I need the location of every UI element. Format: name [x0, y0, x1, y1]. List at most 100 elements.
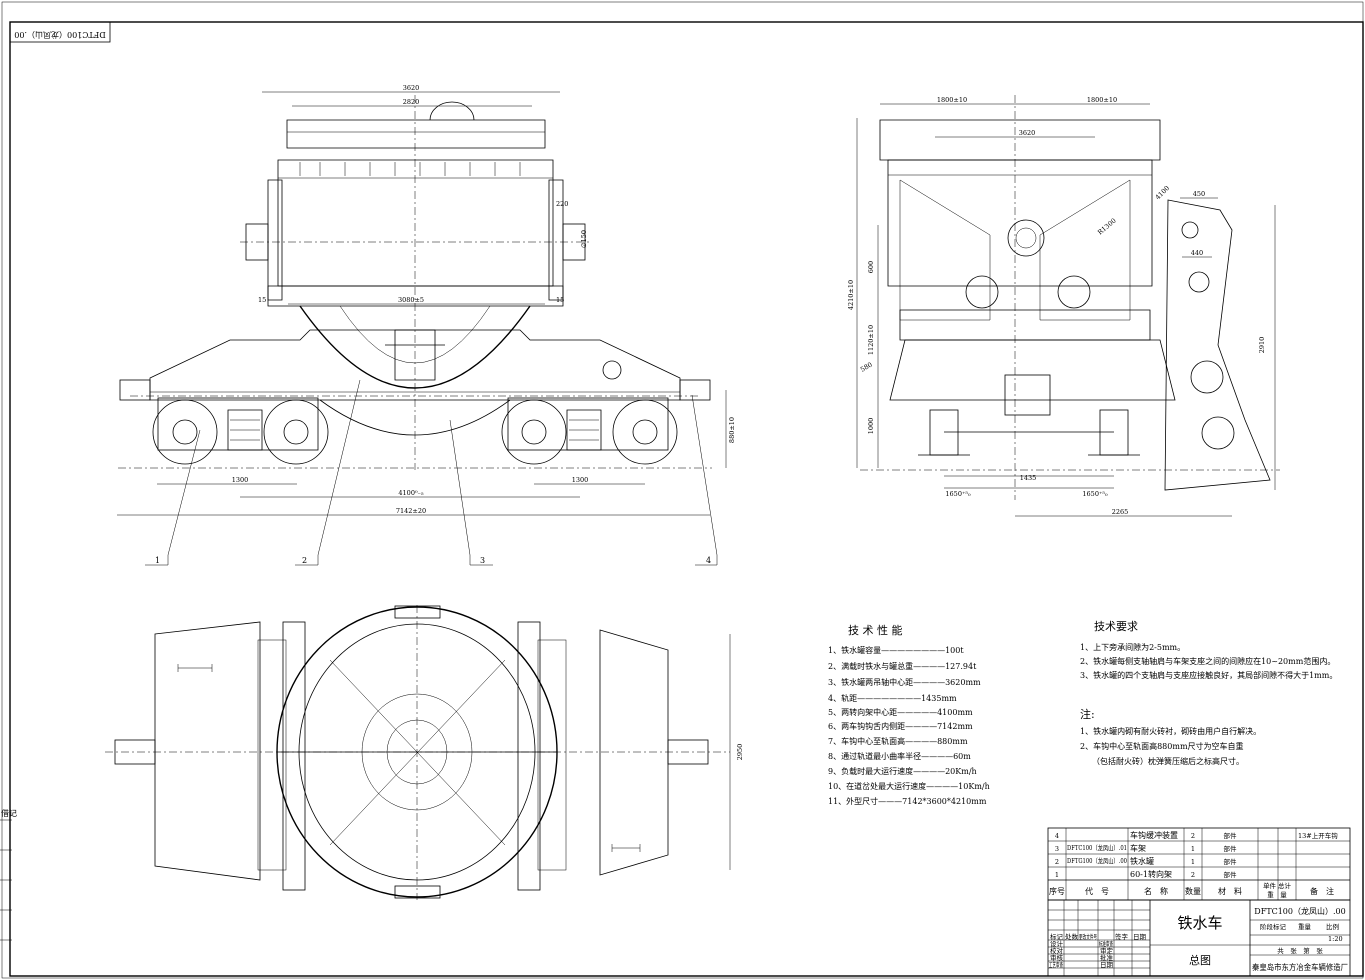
coupler-plan-left [114, 739, 156, 765]
drawing-code-box: DFTC100（龙凤山）.00 [9, 21, 111, 43]
svg-text:9、负载时最大运行速度————20Km/h: 9、负载时最大运行速度————20Km/h [828, 766, 977, 776]
svg-text:共 张 第 张: 共 张 第 张 [1277, 946, 1323, 955]
svg-text:数量: 数量 [1185, 886, 1201, 896]
svg-text:部件: 部件 [1224, 870, 1238, 879]
product-name: 铁水车 [1177, 914, 1222, 932]
svg-text:1: 1 [1055, 871, 1059, 879]
ladle-body [277, 159, 554, 287]
svg-text:DFTG100（龙凤山）.00: DFTG100（龙凤山）.00 [1067, 856, 1127, 865]
svg-text:2820: 2820 [403, 98, 420, 106]
hook-eye [429, 101, 475, 121]
callout-3: 3 [449, 419, 493, 566]
end-hood-right [599, 629, 669, 876]
svg-text:车架: 车架 [1130, 843, 1146, 853]
svg-text:比例: 比例 [1326, 922, 1339, 931]
svg-text:11、外型尺寸———7142*3600*4210mm: 11、外型尺寸———7142*3600*4210mm [828, 796, 987, 806]
side-view: 1800±10 1800±10 3620 4210±10 600 1120±10… [847, 95, 1280, 517]
svg-text:600: 600 [867, 261, 875, 273]
svg-text:2910: 2910 [1258, 337, 1266, 354]
svg-text:标记: 标记 [1050, 932, 1064, 941]
svg-text:2950: 2950 [736, 744, 744, 761]
svg-text:单件 总计: 单件 总计 [1263, 881, 1292, 890]
svg-text:10、在道岔处最大运行速度————10Km/h: 10、在道岔处最大运行速度————10Km/h [828, 781, 990, 791]
svg-text:1800±10: 1800±10 [1087, 96, 1117, 104]
bogie-left [152, 397, 329, 465]
svg-text:4210±10: 4210±10 [847, 280, 855, 310]
plan-view: 2950 [105, 605, 744, 900]
svg-text:重量: 重量 [1298, 923, 1312, 931]
svg-text:1: 1 [1191, 845, 1195, 853]
drawing-number: DFTC100（龙凤山）.00 [1254, 906, 1345, 916]
notes-title: 注: [1080, 707, 1095, 721]
svg-text:60-1转向架: 60-1转向架 [1130, 869, 1172, 879]
svg-text:3: 3 [480, 556, 485, 565]
svg-text:2: 2 [1191, 871, 1195, 879]
left-edge-register: 借记 [0, 808, 17, 941]
tech-requirements: 技术要求 1、上下旁承间隙为2-5mm。 2、铁水罐每侧支轴轴肩与车架支座之间的… [1080, 620, 1337, 766]
svg-text:2、车钩中心至轨面高880mm尺寸为空车自重: 2、车钩中心至轨面高880mm尺寸为空车自重 [1080, 741, 1244, 751]
callout-1: 1 [145, 429, 201, 566]
svg-text:220: 220 [556, 200, 568, 208]
svg-text:设计: 设计 [1050, 939, 1064, 948]
svg-text:日期: 日期 [1100, 961, 1114, 969]
scale-value: 1:20 [1328, 935, 1343, 943]
svg-text:1435: 1435 [1020, 474, 1037, 482]
svg-text:部件: 部件 [1224, 831, 1238, 840]
table-row: 4 车钩缓冲装置 2 部件 13#上开车钩 [1055, 830, 1338, 840]
svg-text:审定: 审定 [1100, 946, 1114, 955]
svg-text:1: 1 [155, 556, 160, 565]
svg-text:1300: 1300 [572, 476, 589, 484]
svg-text:3620: 3620 [403, 84, 420, 92]
coupler-right [679, 379, 711, 401]
svg-text:1、铁水罐内砌有耐火砖衬，砌砖由用户自行解决。: 1、铁水罐内砌有耐火砖衬，砌砖由用户自行解决。 [1080, 726, 1261, 736]
svg-text:440: 440 [1191, 249, 1203, 257]
svg-text:备 注: 备 注 [1310, 886, 1334, 896]
svg-text:3080±5: 3080±5 [398, 296, 424, 304]
callout-2: 2 [295, 379, 361, 566]
svg-text:450: 450 [1193, 190, 1205, 198]
svg-text:2: 2 [1055, 858, 1059, 866]
coupler-plan-right [667, 739, 709, 765]
svg-text:1、铁水罐容量————————100t: 1、铁水罐容量————————100t [828, 645, 964, 655]
wheelset-left [929, 409, 959, 456]
table-row: 2 DFTG100（龙凤山）.00 铁水罐 1 部件 [1055, 856, 1237, 866]
svg-text:借记: 借记 [1, 808, 17, 818]
svg-text:7、车钩中心至轨面高————880mm: 7、车钩中心至轨面高————880mm [828, 736, 968, 746]
bogie-right [501, 397, 678, 465]
svg-text:校对: 校对 [1050, 946, 1064, 955]
svg-text:7142±20: 7142±20 [396, 507, 426, 515]
end-hood-left [154, 621, 261, 881]
svg-text:DFTC100（龙凤山）.01: DFTC100（龙凤山）.01 [1067, 843, 1127, 852]
svg-text:部件: 部件 [1224, 844, 1238, 853]
svg-text:2: 2 [1191, 832, 1195, 840]
table-header: 序号 代 号 名 称 数量 材 料 单件 总计 重 量 备 注 [1049, 881, 1334, 899]
inner-border [9, 21, 1364, 977]
svg-text:3、铁水罐两吊轴中心距————3620mm: 3、铁水罐两吊轴中心距————3620mm [828, 677, 981, 687]
svg-text:1650⁺⁵₀: 1650⁺⁵₀ [945, 490, 971, 498]
svg-text:部件: 部件 [1224, 857, 1238, 866]
svg-text:8、通过轨道最小曲率半径————60m: 8、通过轨道最小曲率半径————60m [828, 751, 971, 761]
coupler-left [119, 379, 151, 401]
tech-performance: 技 术 性 能 1、铁水罐容量————————100t 2、满载时铁水与罐总重—… [828, 623, 990, 806]
svg-text:2: 2 [302, 556, 307, 565]
svg-text:2265: 2265 [1112, 508, 1129, 516]
svg-text:名 称: 名 称 [1144, 886, 1168, 896]
front-view: 3620 2820 3080±5 15 15 220 ∅150 1300 130… [117, 84, 736, 566]
parts-list: 4 车钩缓冲装置 2 部件 13#上开车钩 3 DFTC100（龙凤山）.01 … [1047, 827, 1351, 901]
svg-text:2、满载时铁水与罐总重————127.94t: 2、满载时铁水与罐总重————127.94t [828, 661, 977, 671]
svg-text:批准: 批准 [1100, 953, 1114, 962]
sheet-type: 总图 [1189, 953, 1211, 967]
title-block: 标记 处数 更改文件号 签字 日期 设计 校对 审核 工艺审查 标准审查 审定 … [1047, 899, 1351, 977]
svg-text:1120±10: 1120±10 [867, 325, 875, 355]
svg-text:阶段标记: 阶段标记 [1260, 922, 1287, 931]
svg-text:序号: 序号 [1049, 886, 1065, 896]
svg-text:1000: 1000 [867, 418, 875, 435]
svg-text:1300: 1300 [232, 476, 249, 484]
svg-text:（包括耐火砖）枕弹簧压缩后之标高尺寸。: （包括耐火砖）枕弹簧压缩后之标高尺寸。 [1092, 756, 1244, 766]
svg-text:15: 15 [258, 296, 266, 304]
svg-text:重 量: 重 量 [1267, 891, 1287, 899]
wheelset-right [1099, 409, 1129, 456]
svg-text:车钩缓冲装置: 车钩缓冲装置 [1130, 830, 1178, 840]
svg-text:标准审查: 标准审查 [1099, 939, 1113, 948]
